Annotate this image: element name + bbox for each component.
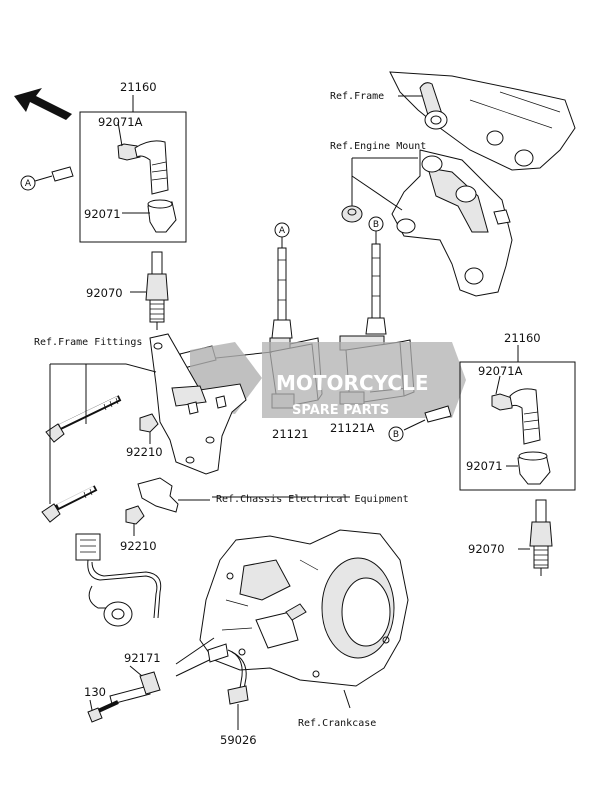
label-top-cap: 92071 bbox=[84, 207, 121, 221]
callout-a-left-text: A bbox=[25, 179, 32, 189]
chassis-clip bbox=[137, 477, 210, 513]
label-right-cap-a: 92071A bbox=[478, 364, 523, 378]
spark-plug-cap-assembly-right bbox=[403, 345, 576, 491]
crankcase-section bbox=[199, 529, 409, 709]
ref-crankcase: Ref.Crankcase bbox=[298, 718, 376, 729]
spark-plug-cap-assembly-top bbox=[34, 95, 187, 243]
label-right-assembly: 21160 bbox=[504, 331, 541, 345]
callout-b-right: B bbox=[388, 426, 404, 442]
sensor-bolt bbox=[87, 699, 119, 723]
spark-plug-right bbox=[518, 499, 553, 576]
coil-mounting-bracket bbox=[149, 333, 247, 475]
callout-a-left: A bbox=[20, 175, 36, 191]
label-sensor: 92171 bbox=[124, 651, 161, 665]
label-coil-b: 21121A bbox=[330, 421, 375, 435]
label-top-plug: 92070 bbox=[86, 286, 123, 300]
label-right-plug: 92070 bbox=[468, 542, 505, 556]
label-bolt: 130 bbox=[84, 685, 106, 699]
callout-b-right-text: B bbox=[393, 430, 399, 440]
watermark-line1: MOTORCYCLE bbox=[276, 371, 428, 395]
callout-b-top-text: B bbox=[373, 220, 379, 230]
label-nut-lower: 92210 bbox=[120, 539, 157, 553]
engine-mount-bracket bbox=[341, 149, 513, 297]
sensor-harness bbox=[75, 533, 162, 627]
ref-frame-fittings: Ref.Frame Fittings bbox=[34, 337, 142, 348]
watermark-line2: SPARE PARTS bbox=[292, 403, 389, 418]
front-direction-arrow bbox=[14, 88, 72, 120]
spark-plug-top bbox=[130, 251, 169, 330]
nut-lower bbox=[125, 505, 145, 536]
label-nut-upper: 92210 bbox=[126, 445, 163, 459]
label-top-cap-a: 92071A bbox=[98, 115, 143, 129]
bolt-long-upper bbox=[45, 395, 122, 443]
ref-chassis-electrical: Ref.Chassis Electrical Equipment bbox=[216, 494, 409, 505]
frame-fittings-leader bbox=[49, 363, 157, 504]
label-coil-a: 21121 bbox=[272, 427, 309, 441]
nut-upper bbox=[139, 413, 159, 444]
wire-clamp bbox=[207, 643, 249, 730]
ref-engine-mount: Ref.Engine Mount bbox=[330, 141, 426, 152]
label-clamp: 59026 bbox=[220, 733, 257, 747]
ref-frame: Ref.Frame bbox=[330, 91, 384, 102]
callout-a-top: A bbox=[274, 222, 290, 238]
label-top-assembly: 21160 bbox=[120, 80, 157, 94]
bolt-long-lower bbox=[41, 485, 98, 523]
callout-b-top: B bbox=[368, 216, 384, 232]
callout-a-top-text: A bbox=[279, 226, 286, 236]
frame-section bbox=[389, 71, 576, 171]
label-right-cap: 92071 bbox=[466, 459, 503, 473]
